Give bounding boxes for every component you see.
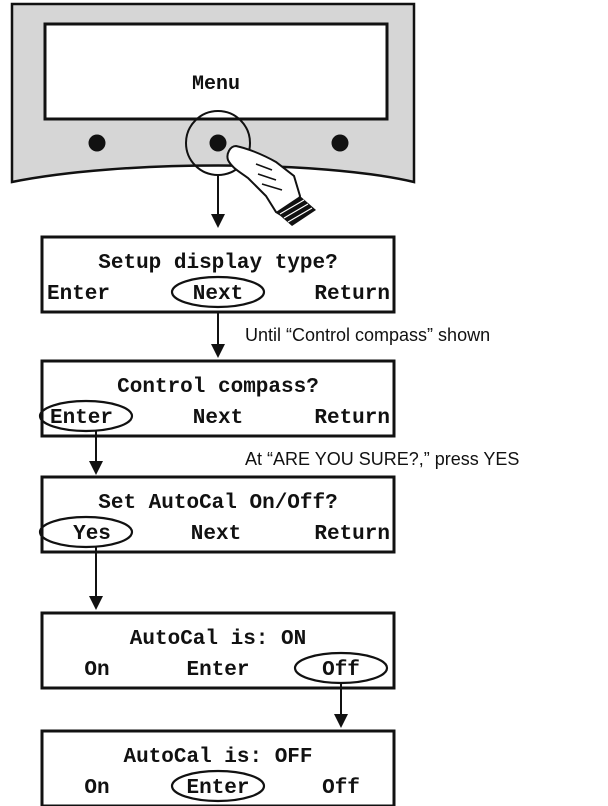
note-are-you-sure: At “ARE YOU SURE?,” press YES (245, 449, 519, 469)
lcd-screen-set-autocal: Set AutoCal On/Off? Yes Next Return (38, 475, 396, 554)
arrowhead-4 (89, 596, 103, 610)
arrowhead-3 (89, 461, 103, 475)
lcd-option-right: Return (314, 523, 390, 546)
lcd-option-right: Return (314, 283, 390, 306)
lcd-option-right: Off (322, 777, 360, 800)
selected-option-oval (170, 769, 266, 803)
device-screen-text: Menu (192, 73, 240, 96)
lcd-option-middle: Enter (186, 777, 249, 800)
lcd-option-middle: Next (191, 523, 241, 546)
lcd-title: AutoCal is: OFF (123, 746, 312, 769)
arrowhead-2 (211, 344, 225, 358)
lcd-option-left: Yes (73, 523, 111, 546)
device-panel: Menu (10, 2, 416, 226)
lcd-title: Control compass? (117, 376, 319, 399)
lcd-screen-control-compass: Control compass? Enter Next Return (38, 359, 396, 438)
lcd-screen-autocal-off: AutoCal is: OFF On Enter Off (40, 729, 396, 806)
arrowhead-1 (211, 214, 225, 228)
lcd-option-left: Enter (50, 407, 113, 430)
lcd-option-middle: Next (193, 407, 243, 430)
lcd-title: Set AutoCal On/Off? (98, 492, 337, 515)
selected-option-oval (170, 275, 266, 309)
selected-option-oval (38, 399, 134, 433)
lcd-screen-autocal-on: AutoCal is: ON On Enter Off (40, 611, 396, 690)
lcd-screen-setup-display-type: Setup display type? Enter Next Return (40, 235, 396, 314)
note-until-control-compass: Until “Control compass” shown (245, 325, 490, 345)
lcd-option-left: On (84, 777, 109, 800)
center-button-icon[interactable] (209, 134, 227, 152)
lcd-option-middle: Enter (186, 659, 249, 682)
lcd-option-right: Off (322, 659, 360, 682)
lcd-option-left: Enter (47, 283, 110, 306)
arrowhead-5 (334, 714, 348, 728)
right-button-icon[interactable] (331, 134, 349, 152)
lcd-option-right: Return (314, 407, 390, 430)
lcd-option-left: On (84, 659, 109, 682)
pointing-hand-icon (226, 144, 316, 226)
selected-option-oval (38, 515, 134, 549)
device-screen (43, 22, 389, 121)
lcd-option-middle: Next (193, 283, 243, 306)
left-button-icon[interactable] (88, 134, 106, 152)
lcd-title: AutoCal is: ON (130, 628, 306, 651)
lcd-title: Setup display type? (98, 252, 337, 275)
